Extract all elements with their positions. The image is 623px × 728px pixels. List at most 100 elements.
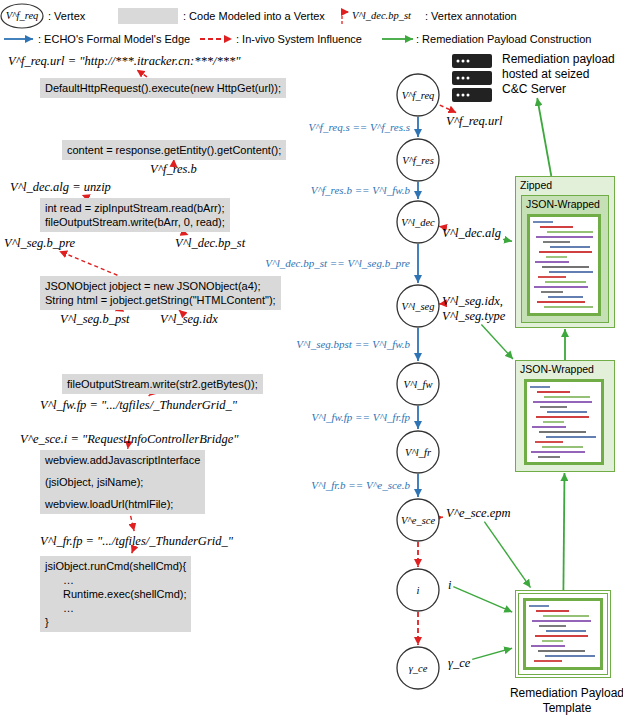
annotation-label: V^l_dec.bp_st bbox=[175, 236, 245, 250]
edge-label: V^l_seg.bpst == V^l_fw.b bbox=[295, 338, 411, 351]
template-box: Remediation Payload Template bbox=[515, 590, 611, 678]
annotation-leader bbox=[439, 226, 441, 228]
annotation-label: V^l_fw.fp = ".../tgfiles/_ThunderGrid_" bbox=[40, 398, 237, 412]
legend-influence-sample bbox=[200, 38, 232, 40]
legend-text: : Vertex annotation bbox=[425, 9, 517, 23]
annotation-label: V^l_dec.alg bbox=[442, 226, 501, 240]
annotation-leader bbox=[179, 310, 181, 311]
influence-edge bbox=[417, 542, 419, 567]
construction-edge bbox=[564, 329, 566, 360]
legend-construction-sample bbox=[382, 38, 413, 40]
vertex-circle: V^l_fr bbox=[396, 430, 440, 474]
legend-sample-text: V^l_dec.bp_st bbox=[352, 9, 411, 23]
construction-arrow bbox=[484, 522, 530, 588]
code-line: DefaultHttpRequest().execute(new HttpGet… bbox=[45, 81, 281, 95]
node-text: γ_ce bbox=[409, 663, 428, 674]
node-text: Remediation Payload Template bbox=[505, 686, 623, 716]
annotation-label: γ_ce bbox=[448, 656, 470, 670]
node-text: JSON-Wrapped bbox=[520, 363, 610, 375]
code-line: content = response.getEntity().getConten… bbox=[67, 143, 281, 157]
code-box: DefaultHttpRequest().execute(new HttpGet… bbox=[40, 78, 286, 98]
server-icon bbox=[452, 54, 492, 102]
node-text: Remediation payload hosted at seized C&C… bbox=[502, 52, 618, 97]
model-edge bbox=[417, 474, 419, 497]
annotation-label: V^f_res.b bbox=[150, 162, 197, 176]
annotation-label: i bbox=[448, 578, 451, 592]
code-box: fileOutputStream.write(str2.getBytes()); bbox=[62, 374, 263, 394]
legend-text: : Remediation Payload Construction bbox=[416, 32, 591, 46]
construction-arrow bbox=[472, 648, 512, 659]
construction-arrow bbox=[453, 587, 512, 612]
annotation-leader bbox=[442, 516, 443, 518]
code-box: webview.addJavascriptInterface (jsiObject… bbox=[40, 450, 205, 514]
model-edge bbox=[417, 117, 419, 137]
node-text: V^f_req bbox=[402, 90, 435, 101]
code-box: jsiObject.runCmd(shellCmd){…Runtime.exec… bbox=[40, 556, 191, 632]
code-line: fileOutputStream.write(bArr, 0, read); bbox=[45, 215, 225, 229]
annotation-leader bbox=[440, 105, 457, 113]
vertex-circle: V^f_req bbox=[396, 73, 440, 117]
annotation-label: V^e_sce.i = "RequestInfoControllerBridge… bbox=[20, 432, 239, 446]
payload-box: JSON-Wrapped bbox=[521, 195, 609, 323]
legend-edge-sample bbox=[4, 38, 33, 40]
model-edge bbox=[417, 182, 419, 199]
code-thumbnail bbox=[524, 379, 604, 465]
legend-text: : In-vivo System Influence bbox=[236, 32, 362, 46]
code-line: } bbox=[45, 615, 186, 629]
model-edge bbox=[417, 244, 419, 283]
legend-vertex-sample bbox=[1, 4, 43, 28]
annotation-leader bbox=[137, 70, 147, 77]
construction-edge bbox=[537, 98, 551, 176]
vertex-circle: V^f_res bbox=[396, 138, 440, 182]
annotation-leader bbox=[59, 251, 117, 275]
edge-label: V^f_res.b == V^l_fw.b bbox=[310, 184, 411, 197]
annotation-label: V^l_fr.fp = ".../tgfiles/_ThunderGrid_" bbox=[40, 534, 233, 548]
node-text: i bbox=[417, 585, 420, 596]
node-text: V^e_sce bbox=[401, 515, 435, 526]
code-box: int read = zipInputStream.read(bArr);fil… bbox=[40, 198, 230, 232]
annotation-leader bbox=[114, 310, 116, 312]
annotation-label: V^l_seg.b_pre bbox=[4, 236, 75, 250]
vertex-circle: V^l_dec bbox=[396, 200, 440, 244]
annotation-label: V^l_seg.type bbox=[442, 309, 505, 323]
construction-arrow bbox=[481, 324, 513, 359]
influence-edge bbox=[417, 612, 419, 645]
annotation-label: V^f_req.url = "http://***.itracker.cn:**… bbox=[8, 54, 240, 68]
annotation-leader bbox=[182, 233, 188, 235]
legend-annotation-sample bbox=[342, 12, 349, 24]
code-line: webview.addJavascriptInterface bbox=[45, 453, 200, 467]
annotation-label: V^f_req.url bbox=[446, 114, 503, 128]
code-line: JSONObject jobject = new JSONObject(a4); bbox=[45, 279, 276, 293]
node-text: Zipped bbox=[520, 179, 610, 191]
legend-text: : Vertex bbox=[48, 9, 85, 23]
code-box: content = response.getEntity().getConten… bbox=[62, 140, 286, 160]
construction-arrow bbox=[503, 239, 512, 241]
node-text: JSON-Wrapped bbox=[526, 198, 604, 210]
model-edge bbox=[417, 406, 419, 429]
node-text: V^f_res bbox=[402, 155, 433, 166]
construction-edge bbox=[563, 473, 564, 590]
legend-sample-text: V^f_req bbox=[1, 9, 43, 23]
edge-label: V^l_dec.bp_st == V^l_seg.b_pre bbox=[264, 257, 411, 270]
node-text: V^l_seg bbox=[401, 301, 434, 312]
code-line: int read = zipInputStream.read(bArr); bbox=[45, 201, 225, 215]
code-thumbnail bbox=[527, 214, 601, 316]
vertex-circle: i bbox=[396, 568, 440, 612]
server-node: Remediation payload hosted at seized C&C… bbox=[448, 52, 618, 97]
annotation-label: V^l_seg.b_pst bbox=[60, 312, 130, 326]
model-edge bbox=[417, 328, 419, 361]
vertex-circle: γ_ce bbox=[396, 646, 440, 690]
vertex-circle: V^e_sce bbox=[396, 498, 440, 542]
payload-box: JSON-Wrapped bbox=[515, 360, 615, 472]
code-line: … bbox=[45, 601, 186, 615]
annotation-label: V^l_dec.alg = unzip bbox=[10, 180, 111, 194]
code-line: (jsiObject, jsiName); bbox=[45, 475, 200, 489]
annotation-label: V^e_sce.epm bbox=[446, 506, 511, 520]
annotation-leader bbox=[131, 516, 135, 531]
edge-label: V^l_fr.b == V^e_sce.b bbox=[310, 479, 411, 492]
annotation-leader bbox=[82, 195, 88, 197]
node-text: V^l_fw bbox=[404, 379, 433, 390]
edge-label: V^f_req.s == V^f_res.s bbox=[307, 121, 411, 134]
code-line: jsiObject.runCmd(shellCmd){ bbox=[45, 559, 186, 573]
vertex-circle: V^l_fw bbox=[396, 362, 440, 406]
